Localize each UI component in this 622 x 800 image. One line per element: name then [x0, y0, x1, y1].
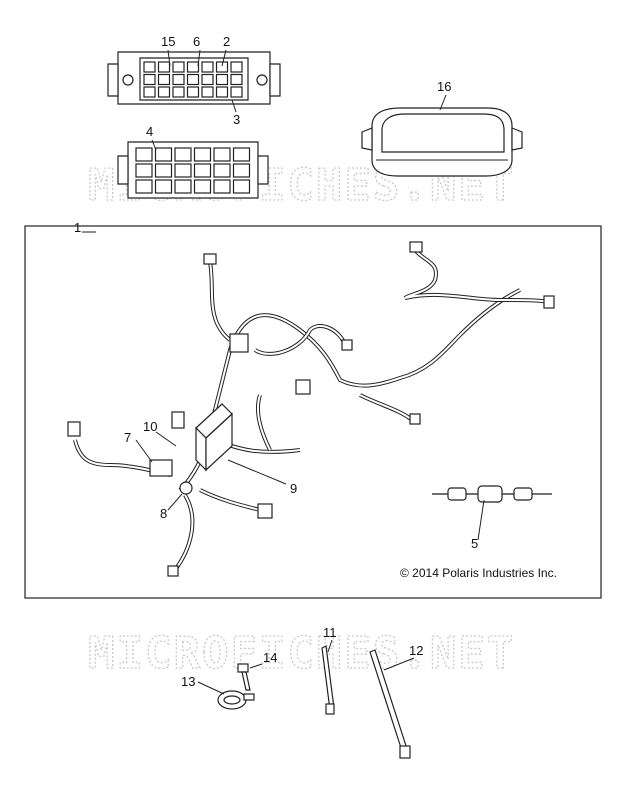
- fuse-slot: [232, 163, 251, 178]
- fuse-box-cover: [117, 141, 269, 199]
- relay-slot: [157, 61, 171, 73]
- relay-slot: [143, 61, 156, 73]
- relay-slot: [186, 86, 200, 98]
- relay-slot: [230, 73, 243, 86]
- fuse-box-lid: [361, 107, 523, 177]
- fuse-slot: [232, 179, 251, 194]
- relay-slot: [143, 86, 156, 98]
- fuse-slot: [135, 147, 153, 162]
- relay-slot: [215, 61, 229, 73]
- relay-slot: [157, 86, 171, 98]
- fuse-relay-block: [107, 51, 281, 105]
- fuse-slot: [213, 147, 231, 162]
- relay-slot: [172, 61, 185, 73]
- relay-slot: [230, 86, 243, 98]
- callout-13: 13: [181, 674, 195, 689]
- relay-slot: [172, 86, 185, 98]
- fuse-slot: [154, 163, 173, 178]
- relay-slot: [143, 73, 156, 86]
- hose-clamp: [217, 690, 255, 710]
- relay-slot: [201, 61, 214, 73]
- fuse-slot: [193, 163, 212, 178]
- cable-tie-long: [369, 649, 411, 759]
- callout-5: 5: [471, 536, 478, 551]
- fuse-slot: [213, 179, 231, 194]
- callout-9: 9: [290, 481, 297, 496]
- callout-15: 15: [161, 34, 175, 49]
- callout-10: 10: [143, 419, 157, 434]
- fuse-slot: [193, 147, 212, 162]
- fuse-slot: [135, 163, 153, 178]
- wiring-harness: [67, 241, 555, 577]
- fuse-slot: [193, 179, 212, 194]
- fuse-slot: [174, 179, 192, 194]
- callout-12: 12: [409, 643, 423, 658]
- harness-frame: [24, 225, 602, 599]
- cable-tie-short: [321, 645, 335, 715]
- relay-slot: [186, 73, 200, 86]
- fuse-slot: [135, 179, 153, 194]
- relay-slot: [201, 86, 214, 98]
- relay-slot: [186, 61, 200, 73]
- relay-slot: [215, 86, 229, 98]
- fuse-slot: [213, 163, 231, 178]
- relay-slot: [157, 73, 171, 86]
- callout-2: 2: [223, 34, 230, 49]
- watermark-bottom: MICROFICHES.NET: [88, 628, 515, 679]
- callout-7: 7: [124, 430, 131, 445]
- callout-8: 8: [160, 506, 167, 521]
- callout-4: 4: [146, 124, 153, 139]
- relay-slot: [215, 73, 229, 86]
- copyright-notice: © 2014 Polaris Industries Inc.: [400, 566, 557, 580]
- fuse-slot: [154, 179, 173, 194]
- inline-fuse-holder: [432, 485, 552, 503]
- relay-slot: [172, 73, 185, 86]
- callout-3: 3: [233, 112, 240, 127]
- callout-11: 11: [323, 625, 337, 640]
- callout-14: 14: [263, 650, 277, 665]
- callout-16: 16: [437, 79, 451, 94]
- leader-lines: [82, 49, 485, 695]
- fuse-slot: [174, 147, 192, 162]
- fuse-slot: [232, 147, 251, 162]
- callout-6: 6: [193, 34, 200, 49]
- bolt: [237, 663, 251, 691]
- fuse-slot: [154, 147, 173, 162]
- callout-1: 1: [74, 220, 81, 235]
- relay-slot: [201, 73, 214, 86]
- relay-slot: [230, 61, 243, 73]
- fuse-slot: [174, 163, 192, 178]
